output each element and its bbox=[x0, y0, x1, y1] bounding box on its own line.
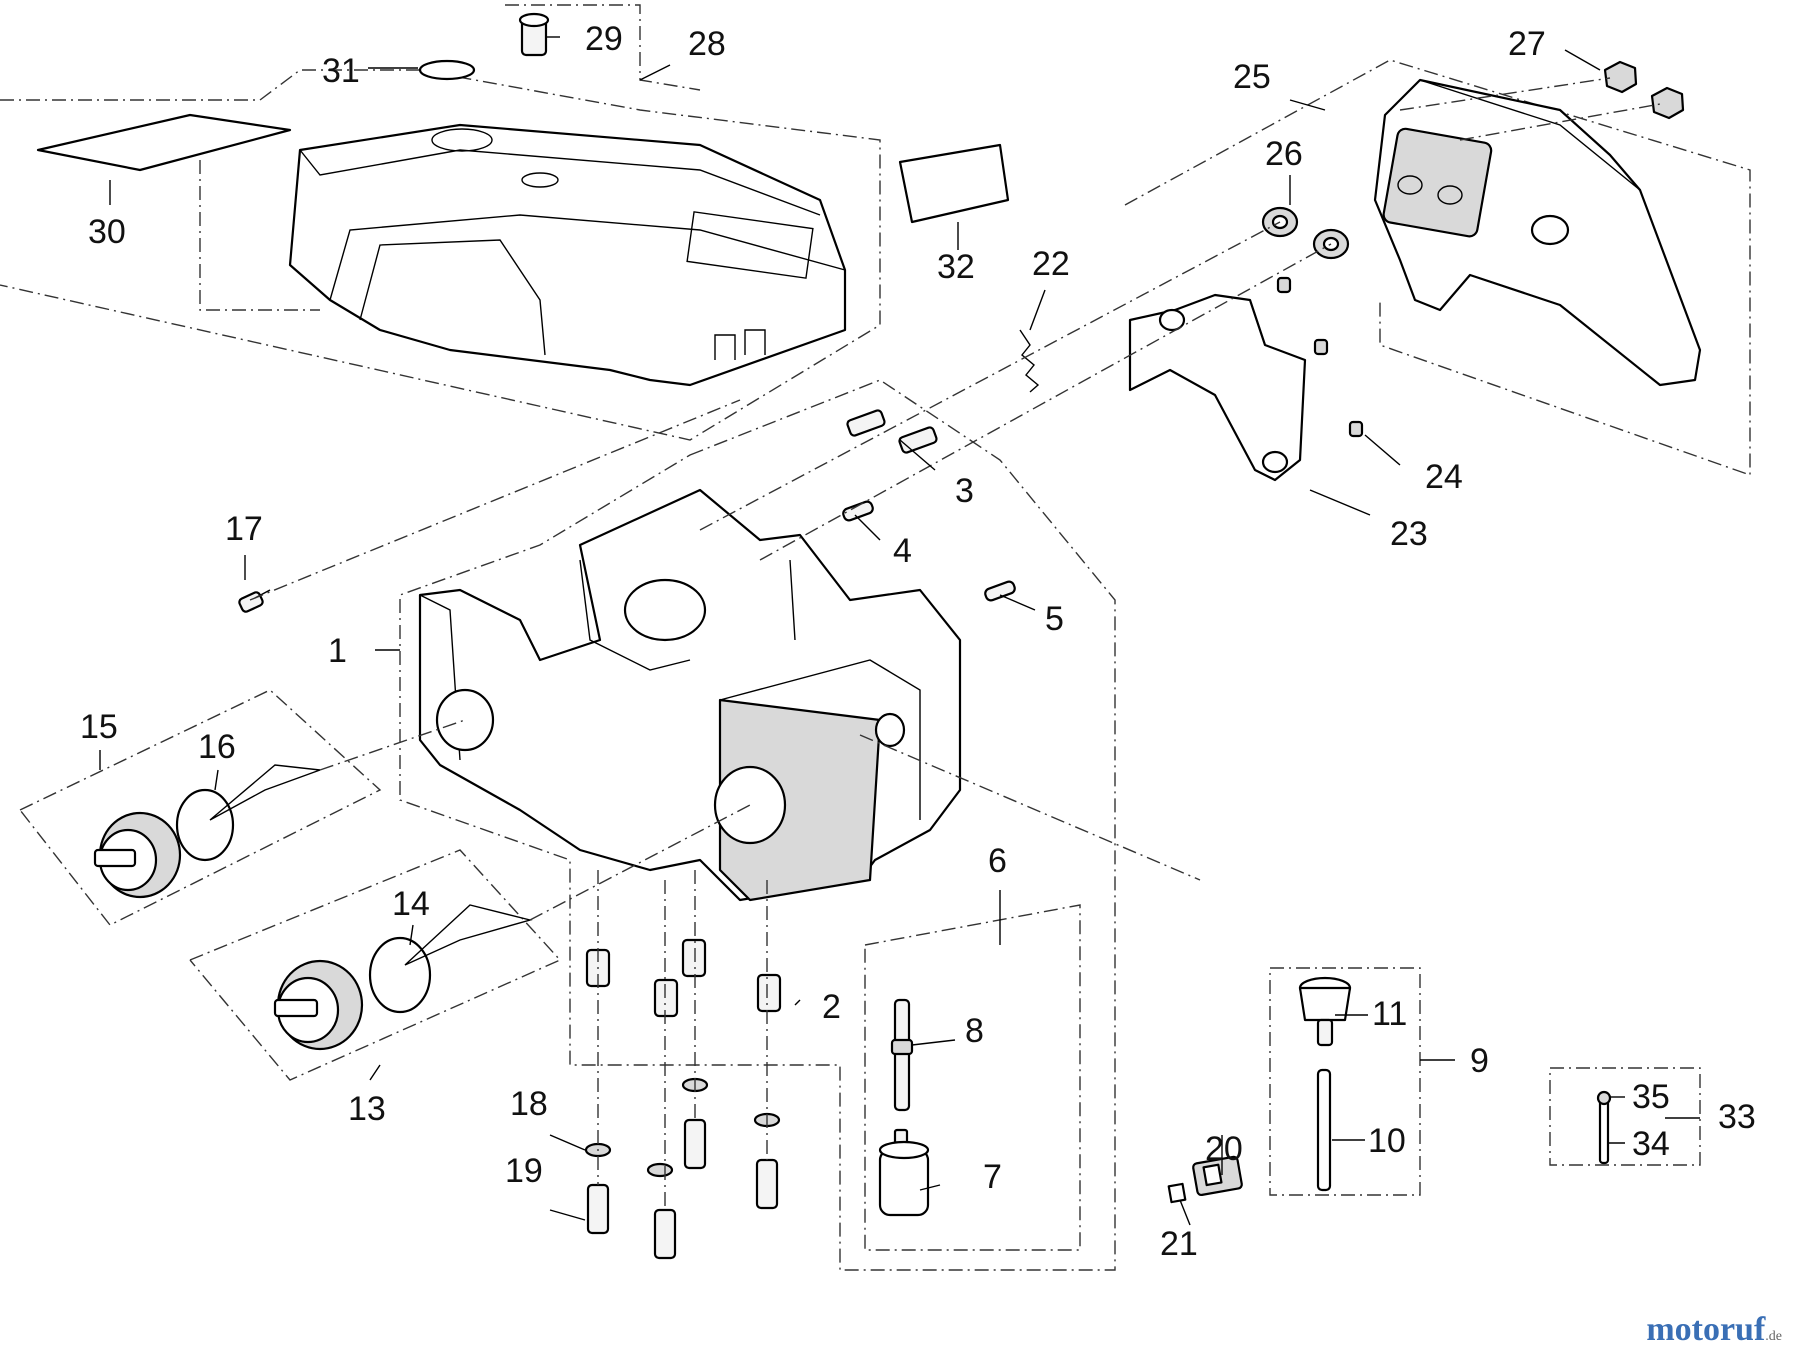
callout-18: 18 bbox=[510, 1085, 548, 1123]
callout-19: 19 bbox=[505, 1152, 543, 1190]
oil-cap-15 bbox=[93, 764, 321, 899]
nuts-27 bbox=[1603, 60, 1685, 120]
o-ring-31 bbox=[418, 59, 476, 81]
watermark-logo: motoruf.de bbox=[1646, 1311, 1782, 1349]
group-outlines bbox=[0, 4, 1751, 1271]
plate-21 bbox=[1167, 1182, 1187, 1204]
callout-33: 33 bbox=[1718, 1098, 1756, 1136]
spring-22 bbox=[1019, 329, 1040, 393]
callout-8: 8 bbox=[965, 1012, 984, 1050]
top-cover bbox=[288, 123, 847, 387]
callout-2: 2 bbox=[822, 988, 841, 1026]
callout-20: 20 bbox=[1205, 1130, 1243, 1168]
studs-3 bbox=[846, 409, 938, 454]
callout-34: 34 bbox=[1632, 1125, 1670, 1163]
chain-cover bbox=[1373, 78, 1702, 387]
switch-20 bbox=[1192, 1155, 1243, 1197]
callout-27: 27 bbox=[1508, 25, 1546, 63]
callout-11: 11 bbox=[1372, 995, 1407, 1033]
callout-26: 26 bbox=[1265, 135, 1303, 173]
crankcase bbox=[418, 488, 962, 902]
washers-26 bbox=[1261, 206, 1350, 260]
o-ring-16 bbox=[175, 788, 235, 862]
fuel-filter-7 bbox=[878, 1128, 930, 1217]
callout-23: 23 bbox=[1390, 515, 1428, 553]
pin-4 bbox=[842, 500, 874, 522]
callout-7: 7 bbox=[983, 1158, 1002, 1196]
watermark-brand: motoruf bbox=[1646, 1311, 1766, 1348]
callout-1: 1 bbox=[328, 632, 347, 670]
bolt-17 bbox=[238, 589, 271, 613]
o-ring-14 bbox=[368, 936, 432, 1014]
sprocket-guard bbox=[1128, 293, 1307, 482]
callout-labels: 1 2 3 4 5 6 7 8 9 10 11 13 14 15 16 17 1… bbox=[80, 20, 1756, 1263]
callout-35: 35 bbox=[1632, 1078, 1670, 1116]
callout-30: 30 bbox=[88, 213, 126, 251]
callout-5: 5 bbox=[1045, 600, 1064, 638]
watermark-tld: .de bbox=[1765, 1329, 1782, 1344]
callout-9: 9 bbox=[1470, 1042, 1489, 1080]
callout-15: 15 bbox=[80, 708, 118, 746]
callout-24: 24 bbox=[1425, 458, 1463, 496]
leaders bbox=[99, 36, 1700, 1226]
pin-set-33 bbox=[1596, 1090, 1612, 1165]
fuel-cap-13 bbox=[273, 904, 533, 1051]
callout-13: 13 bbox=[348, 1090, 386, 1128]
callout-32: 32 bbox=[937, 248, 975, 286]
pin-5 bbox=[984, 580, 1016, 602]
callout-14: 14 bbox=[392, 885, 430, 923]
callout-22: 22 bbox=[1032, 245, 1070, 283]
tube-10 bbox=[1316, 1068, 1332, 1192]
assembly-lines bbox=[249, 77, 1661, 1210]
callout-25: 25 bbox=[1233, 58, 1271, 96]
callout-29: 29 bbox=[585, 20, 623, 58]
plug-screw-29 bbox=[518, 12, 550, 57]
callout-28: 28 bbox=[688, 25, 726, 63]
screws-24 bbox=[1276, 276, 1364, 438]
callout-21: 21 bbox=[1160, 1225, 1198, 1263]
callout-31: 31 bbox=[322, 52, 360, 90]
callout-16: 16 bbox=[198, 728, 236, 766]
bushings-2 bbox=[585, 938, 782, 1018]
callout-17: 17 bbox=[225, 510, 263, 548]
washers-18 bbox=[584, 1077, 781, 1178]
oil-pickup-11 bbox=[1298, 976, 1352, 1047]
callout-10: 10 bbox=[1368, 1122, 1406, 1160]
callout-6: 6 bbox=[988, 842, 1007, 880]
decals bbox=[36, 12, 1010, 224]
callout-3: 3 bbox=[955, 472, 974, 510]
screws-19 bbox=[586, 1118, 779, 1260]
fuel-hose-8 bbox=[890, 998, 914, 1112]
callout-4: 4 bbox=[893, 532, 912, 570]
